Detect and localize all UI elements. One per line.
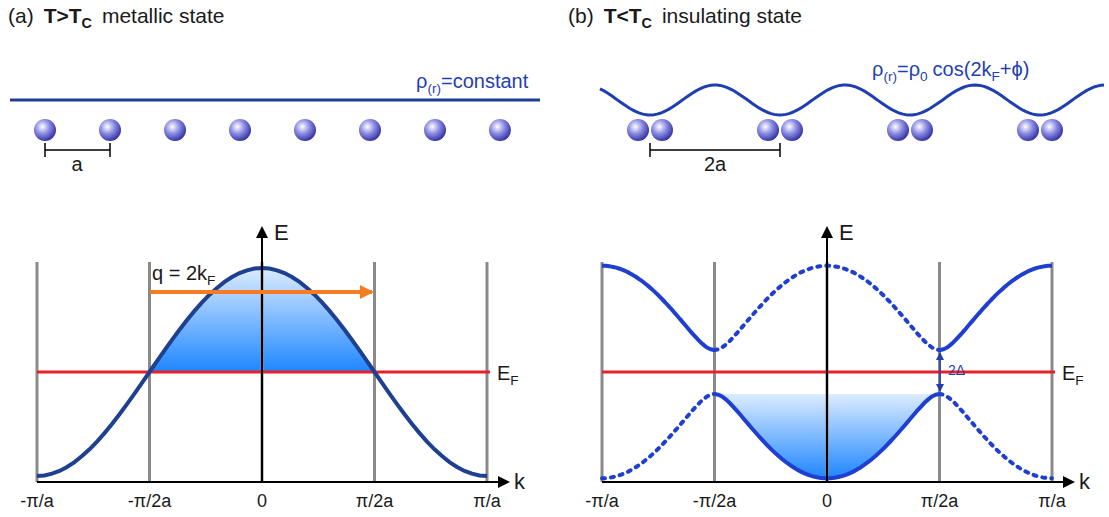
subscript: C <box>642 15 652 31</box>
subscript: F <box>510 373 518 388</box>
label: k <box>514 469 525 494</box>
text-line: 2a <box>704 153 726 176</box>
k-axis <box>602 481 1073 483</box>
label: π/2a <box>921 491 958 511</box>
label: ρ <box>416 70 427 92</box>
label: E <box>839 220 854 245</box>
atom <box>911 119 933 141</box>
label: (b) <box>568 4 594 27</box>
text-line: E <box>839 220 854 245</box>
atom <box>627 119 649 141</box>
atom <box>229 119 251 141</box>
label: =ρ <box>897 58 920 80</box>
label: q = 2k <box>152 262 207 284</box>
text-line: EF <box>497 362 519 388</box>
dimer-row <box>627 119 1063 141</box>
label: (a) <box>8 4 34 27</box>
text-line: a <box>71 153 82 176</box>
text-line: -π/a <box>20 491 53 512</box>
label: 0 <box>822 491 832 511</box>
label: -π/a <box>20 491 53 511</box>
energy-axis <box>261 228 263 482</box>
subscript: (r) <box>427 81 441 96</box>
atom <box>489 119 511 141</box>
text-line: 2Δ <box>948 362 965 378</box>
label: π/a <box>473 491 500 511</box>
label: -π/2a <box>693 491 736 511</box>
text-line: (a) T>TCmetallic state <box>8 4 224 31</box>
label: E <box>1062 362 1075 384</box>
text-line: π/2a <box>921 491 958 512</box>
atom <box>294 119 316 141</box>
atom <box>757 119 779 141</box>
subscript: (r) <box>883 69 897 84</box>
cdw-wave <box>600 85 1104 115</box>
k-axis <box>37 481 508 483</box>
subscript: F <box>992 69 1000 84</box>
label: T<T <box>604 4 642 27</box>
nesting-vector <box>150 290 372 294</box>
label: ρ <box>872 58 883 80</box>
density-line <box>10 99 540 102</box>
label: E <box>274 220 289 245</box>
text-line: -π/2a <box>693 491 736 512</box>
label: E <box>497 362 510 384</box>
text-line: EF <box>1062 362 1084 388</box>
label: 2a <box>704 153 726 175</box>
energy-axis <box>826 228 828 482</box>
label: cos(2k <box>933 58 992 80</box>
label: k <box>1079 469 1090 494</box>
atom <box>887 119 909 141</box>
text-line: ρ(r)=constant <box>416 70 528 96</box>
subscript: 0 <box>920 69 928 84</box>
atom <box>34 119 56 141</box>
label: a <box>71 153 82 175</box>
text-line: (b) T<TCinsulating state <box>568 4 802 31</box>
atom <box>1017 119 1039 141</box>
gap-arrow <box>939 353 941 391</box>
label: 2Δ <box>948 362 965 378</box>
text-line: -π/2a <box>128 491 171 512</box>
atom <box>424 119 446 141</box>
subscript: F <box>1075 373 1083 388</box>
label: =constant <box>441 70 528 92</box>
text-line: π/a <box>473 491 500 512</box>
label: π/2a <box>356 491 393 511</box>
text-line: k <box>514 469 525 494</box>
text-line: 0 <box>257 491 267 512</box>
atom <box>164 119 186 141</box>
subscript: F <box>207 273 215 288</box>
label: -π/2a <box>128 491 171 511</box>
fermi-level <box>37 371 490 374</box>
text-line: π/a <box>1038 491 1065 512</box>
atom <box>359 119 381 141</box>
atom <box>781 119 803 141</box>
label: 0 <box>257 491 267 511</box>
label: metallic state <box>102 4 225 27</box>
text-line: E <box>274 220 289 245</box>
text-line: -π/a <box>585 491 618 512</box>
text-line: 0 <box>822 491 832 512</box>
subscript: C <box>82 15 92 31</box>
text-line: ρ(r)=ρ0 cos(2kF+ϕ) <box>872 58 1029 84</box>
label: T>T <box>44 4 82 27</box>
atom <box>99 119 121 141</box>
text-line: k <box>1079 469 1090 494</box>
label: π/a <box>1038 491 1065 511</box>
text-line: q = 2kF <box>152 262 215 288</box>
atom <box>651 119 673 141</box>
text-line: π/2a <box>356 491 393 512</box>
label: insulating state <box>662 4 802 27</box>
atom-row <box>34 119 511 141</box>
label: +ϕ) <box>1000 58 1030 80</box>
atom <box>1041 119 1063 141</box>
label: -π/a <box>585 491 618 511</box>
fermi-level <box>602 371 1055 374</box>
